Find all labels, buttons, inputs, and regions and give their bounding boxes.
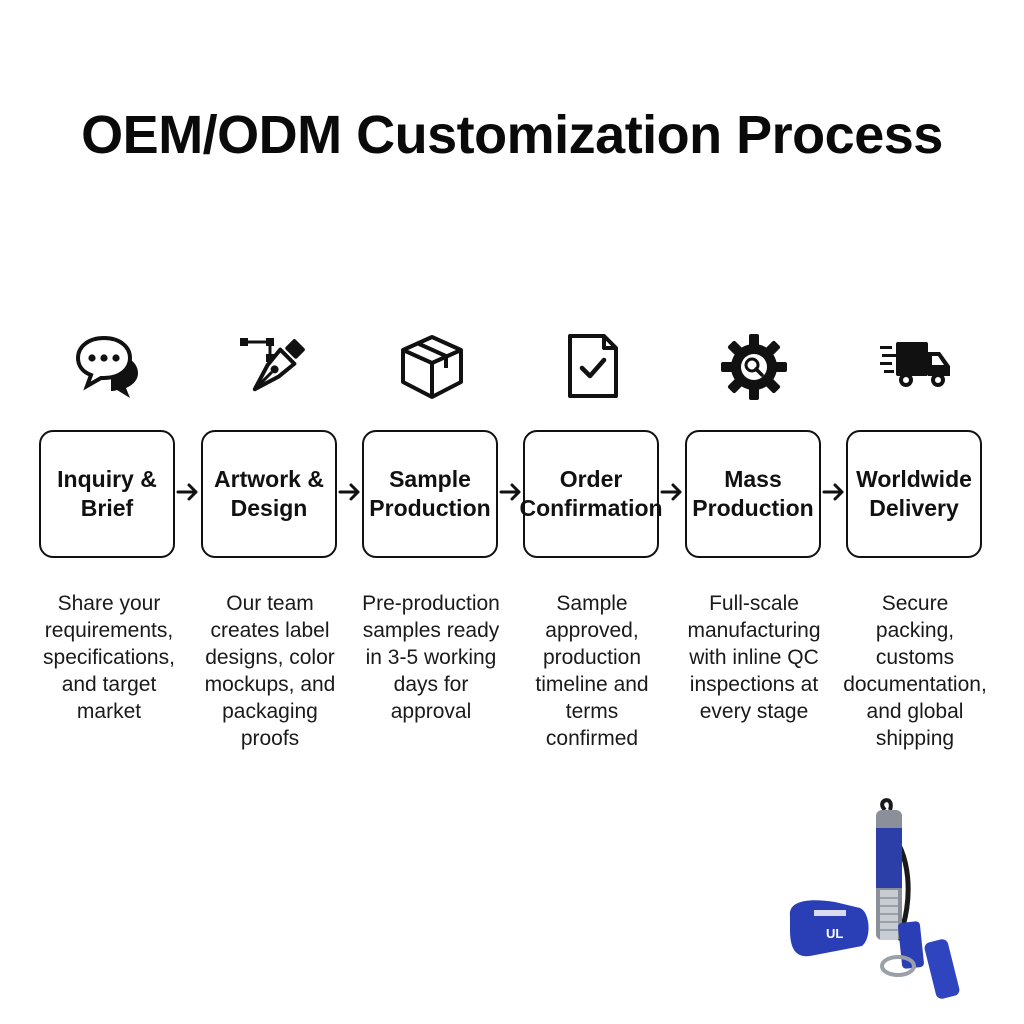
description-line: shipping <box>875 727 955 750</box>
step-label: Sample <box>389 466 471 492</box>
step-label: Mass <box>724 466 782 492</box>
description-line: inspections at <box>689 673 819 696</box>
step-description-order-confirmation: Sample approved, production timeline and… <box>514 590 670 752</box>
description-line: requirements, <box>44 619 174 642</box>
document-check-icon <box>558 332 628 402</box>
description-line: days for <box>393 673 469 696</box>
arrow-right-icon <box>660 481 684 503</box>
step-label: Order <box>559 466 623 492</box>
step-box-artwork-design: Artwork & Design <box>201 430 337 558</box>
step-description-mass-production: Full-scale manufacturing with inline QC … <box>676 590 832 725</box>
description-line: market <box>76 700 142 723</box>
description-line: Share your <box>57 592 161 615</box>
step-label: Brief <box>80 495 134 521</box>
description-line: Full-scale <box>709 592 799 615</box>
description-line: creates label <box>210 619 330 642</box>
description-line: terms <box>565 700 619 723</box>
step-label: Production <box>369 495 491 521</box>
step-description-artwork-design: Our team creates label designs, color mo… <box>192 590 348 752</box>
box-icon <box>397 332 467 402</box>
water-pump-product-image: UL <box>780 790 990 1000</box>
arrow-right-icon <box>176 481 200 503</box>
description-line: timeline and <box>535 673 649 696</box>
description-line: packaging <box>222 700 318 723</box>
step-label: Confirmation <box>519 495 663 521</box>
pen-nib-icon <box>236 332 306 402</box>
description-line: specifications, <box>43 646 175 669</box>
description-line: mockups, and <box>204 673 336 696</box>
step-label: Artwork & <box>214 466 324 492</box>
description-line: and target <box>61 673 157 696</box>
step-description-inquiry-brief: Share your requirements, specifications,… <box>31 590 187 725</box>
step-label: Production <box>692 495 814 521</box>
description-line: confirmed <box>545 727 639 750</box>
description-line: every stage <box>699 700 809 723</box>
description-line: Sample <box>556 592 628 615</box>
description-line: documentation, <box>843 673 987 696</box>
description-line: packing, <box>875 619 955 642</box>
description-line: with inline QC <box>689 646 819 669</box>
description-line: designs, color <box>205 646 335 669</box>
step-description-worldwide-delivery: Secure packing, customs documentation, a… <box>837 590 993 752</box>
description-line: customs <box>875 646 955 669</box>
chat-bubbles-icon <box>74 332 144 402</box>
arrow-right-icon <box>499 481 523 503</box>
page-title: OEM/ODM Customization Process <box>81 105 943 165</box>
description-line: manufacturing <box>687 619 821 642</box>
description-line: Secure <box>881 592 949 615</box>
description-line: Pre-production <box>362 592 500 615</box>
description-line: samples ready <box>362 619 500 642</box>
description-line: production <box>542 646 642 669</box>
step-label: Design <box>230 495 308 521</box>
step-box-inquiry-brief: Inquiry & Brief <box>39 430 175 558</box>
step-label: Inquiry & <box>57 466 157 492</box>
delivery-truck-icon <box>880 332 950 402</box>
description-line: approved, <box>545 619 639 642</box>
arrow-right-icon <box>822 481 846 503</box>
description-line: approval <box>390 700 472 723</box>
description-line: Our team <box>226 592 314 615</box>
step-description-sample-production: Pre-production samples ready in 3-5 work… <box>353 590 509 725</box>
step-label: Delivery <box>869 495 959 521</box>
description-line: in 3-5 working <box>365 646 497 669</box>
product-brand-text: UL <box>826 926 843 941</box>
description-line: and global <box>866 700 964 723</box>
arrow-right-icon <box>338 481 362 503</box>
step-label: Worldwide <box>856 466 972 492</box>
description-line: proofs <box>240 727 300 750</box>
gear-icon <box>719 332 789 402</box>
